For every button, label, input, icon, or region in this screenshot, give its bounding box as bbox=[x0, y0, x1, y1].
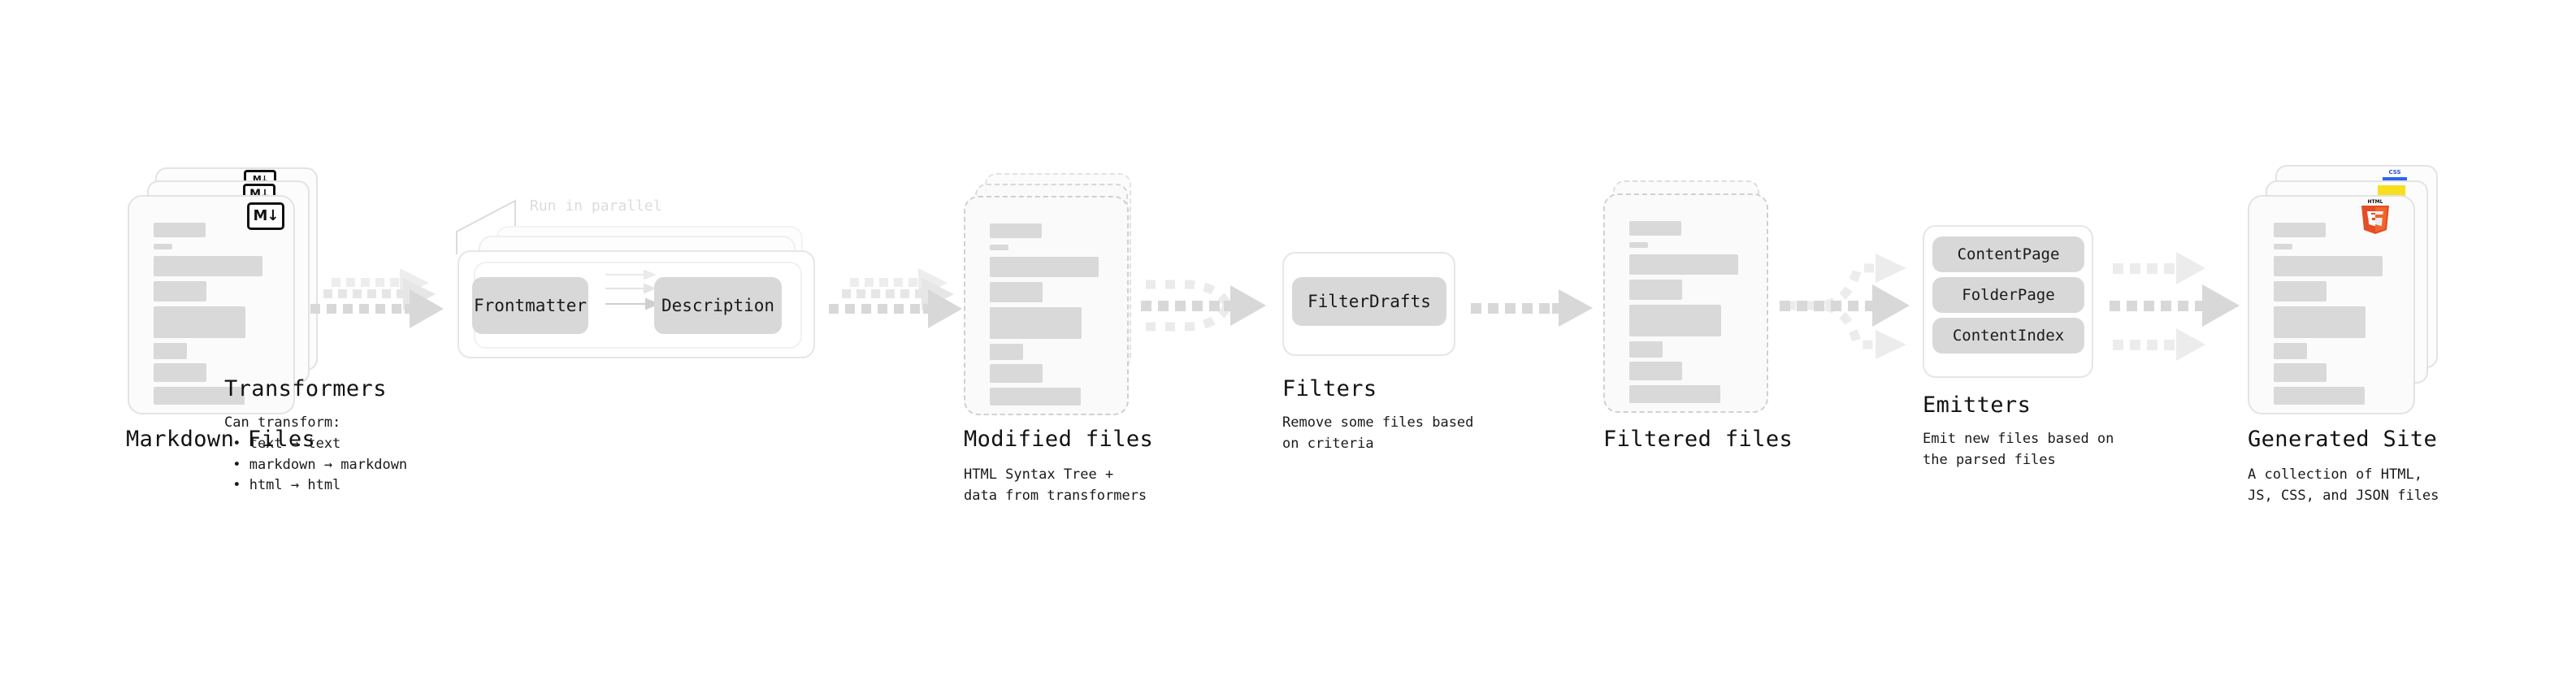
card-bar bbox=[1629, 362, 1682, 380]
card-bar bbox=[2274, 256, 2383, 276]
card-bar bbox=[154, 281, 206, 301]
arrow-markdown-to-transformers bbox=[309, 268, 455, 358]
card-bar bbox=[2274, 343, 2307, 359]
card-bar bbox=[154, 256, 262, 276]
transformer-chip-description[interactable]: Description bbox=[654, 277, 782, 334]
card-bar bbox=[154, 244, 172, 249]
arrow-transformers-to-modified bbox=[827, 268, 974, 358]
arrow-filters-to-filtered bbox=[1471, 286, 1593, 335]
transformer-chip-frontmatter[interactable]: Frontmatter bbox=[472, 277, 588, 334]
card-bar bbox=[1629, 385, 1720, 403]
card-bar bbox=[1629, 242, 1648, 248]
stage-title-markdown-files: Markdown Files bbox=[126, 427, 316, 452]
card-bar bbox=[990, 307, 1082, 339]
arrow-filtered-to-emitters bbox=[1780, 234, 1926, 380]
card-bar bbox=[990, 388, 1081, 406]
css-badge: CSS bbox=[2383, 167, 2407, 180]
card-bar bbox=[1629, 221, 1681, 236]
card-bar bbox=[2274, 223, 2326, 237]
stage-subtitle-filters: Remove some files based on criteria bbox=[1282, 414, 1474, 452]
card-bar bbox=[154, 343, 187, 359]
card-bar bbox=[2274, 363, 2327, 382]
card-bar bbox=[2274, 244, 2292, 249]
modified-card-front[interactable] bbox=[964, 196, 1129, 415]
card-bar bbox=[1629, 341, 1663, 358]
card-bar bbox=[154, 306, 245, 338]
card-bar bbox=[990, 257, 1099, 277]
stage-title-filtered-files: Filtered files bbox=[1603, 427, 1793, 452]
filter-chip-filterdrafts[interactable]: FilterDrafts bbox=[1292, 277, 1446, 326]
card-bar bbox=[990, 282, 1043, 302]
stage-title-emitters: Emitters bbox=[1923, 393, 2032, 418]
svg-text:HTML: HTML bbox=[2368, 199, 2383, 205]
stage-subtitle-emitters: Emit new files based on the parsed files bbox=[1923, 431, 2114, 468]
emitter-chip-folderpage[interactable]: FolderPage bbox=[1932, 277, 2084, 313]
stage-title-transformers: Transformers bbox=[224, 376, 387, 401]
run-in-parallel-bracket bbox=[455, 197, 553, 254]
transformer-inner-arrows bbox=[605, 267, 664, 320]
stage-title-modified-files: Modified files bbox=[964, 427, 1154, 452]
card-bar bbox=[2274, 281, 2327, 301]
filtered-card-front[interactable] bbox=[1603, 193, 1768, 413]
run-in-parallel-label: Run in parallel bbox=[530, 197, 662, 215]
emitter-chip-contentpage[interactable]: ContentPage bbox=[1932, 236, 2084, 272]
card-bar bbox=[154, 387, 245, 405]
card-bar bbox=[2274, 306, 2366, 338]
emitter-chip-contentindex[interactable]: ContentIndex bbox=[1932, 318, 2084, 354]
html5-icon: HTML bbox=[2358, 197, 2392, 235]
card-bar bbox=[990, 364, 1043, 383]
card-bar bbox=[990, 344, 1023, 360]
card-bar bbox=[1629, 305, 1721, 336]
card-bar bbox=[154, 223, 206, 237]
arrow-emitters-to-site bbox=[2110, 234, 2256, 380]
arrow-modified-to-filters bbox=[1138, 258, 1284, 356]
stage-title-filters: Filters bbox=[1282, 376, 1377, 401]
stage-subtitle-modified-files: HTML Syntax Tree + data from transformer… bbox=[964, 466, 1147, 504]
card-bar bbox=[990, 223, 1042, 238]
card-bar bbox=[990, 245, 1008, 250]
card-bar bbox=[1629, 254, 1738, 275]
markdown-card-front[interactable] bbox=[128, 195, 295, 414]
card-bar bbox=[154, 363, 206, 382]
site-card-front[interactable] bbox=[2248, 195, 2415, 414]
stage-title-generated-site: Generated Site bbox=[2248, 427, 2438, 452]
markdown-badge-front: M↓ bbox=[247, 202, 284, 230]
card-bar bbox=[2274, 387, 2365, 405]
stage-subtitle-generated-site: A collection of HTML, JS, CSS, and JSON … bbox=[2248, 466, 2439, 504]
card-bar bbox=[1629, 280, 1682, 300]
stage-subtitle-transformers: Can transform: • text → text • markdown … bbox=[224, 414, 408, 494]
